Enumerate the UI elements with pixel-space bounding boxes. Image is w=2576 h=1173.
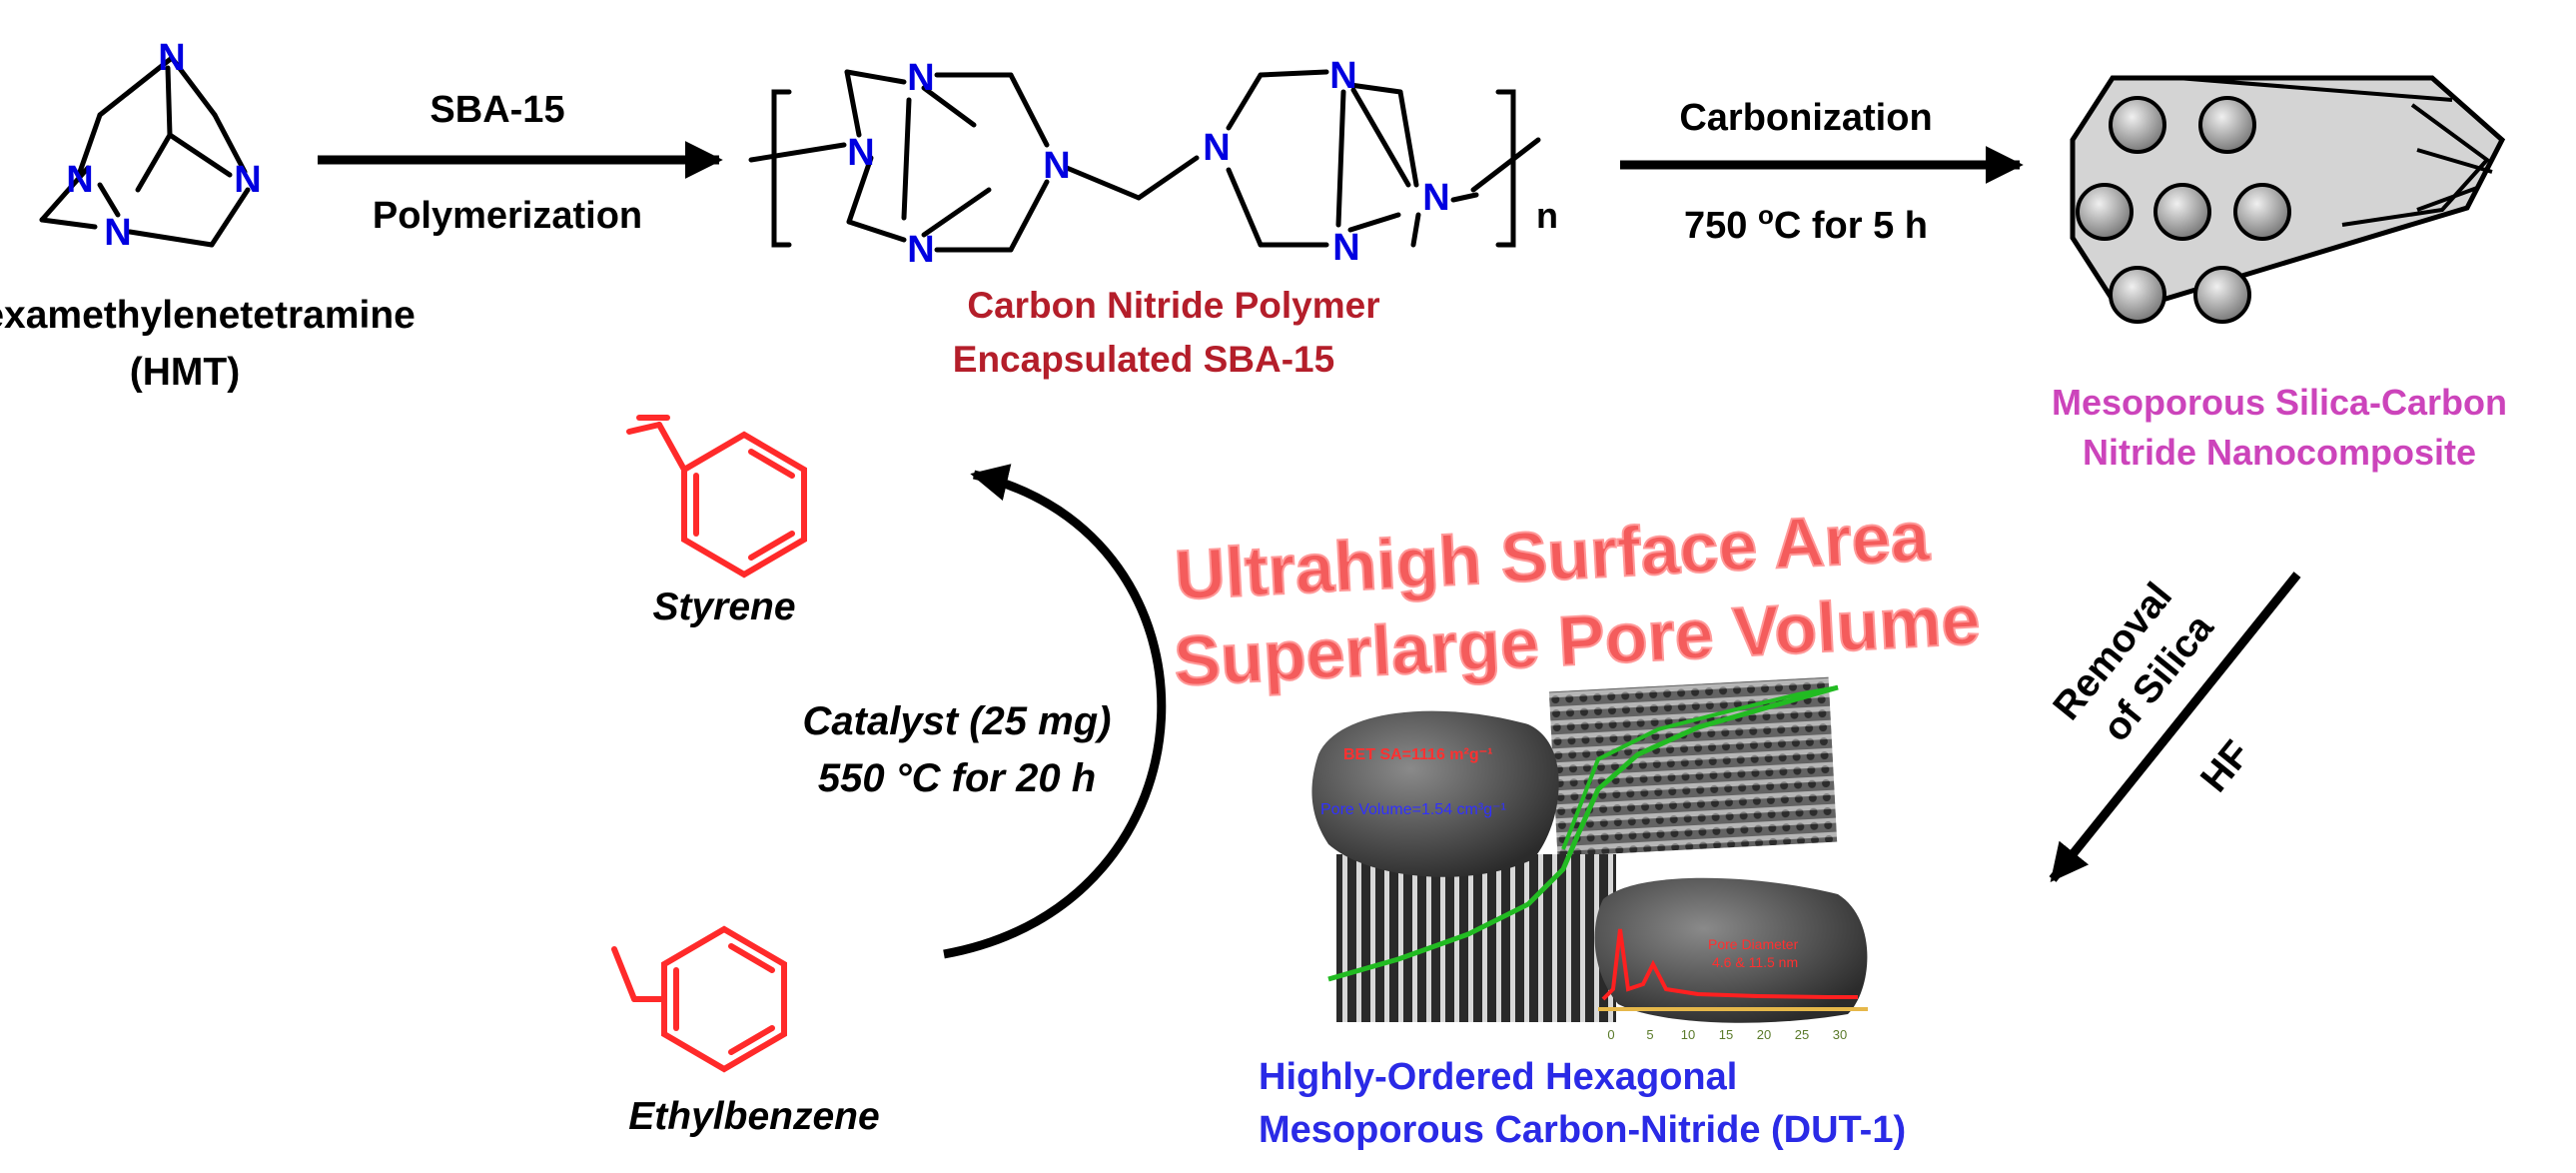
step1-reagent: SBA-15	[429, 89, 564, 131]
tem-image-bottom	[1336, 854, 1616, 1022]
pore-diameter-values: 4.6 & 11.5 nm	[1712, 954, 1798, 970]
hmt-n-atoms: N N N N	[66, 37, 261, 254]
polymer-subscript: n	[1536, 195, 1558, 236]
hmt-molecule	[39, 55, 251, 248]
svg-text:N: N	[1332, 227, 1359, 269]
product-label-line2: Mesoporous Carbon-Nitride (DUT-1)	[1259, 1109, 1906, 1151]
step3-reagent: HF	[2192, 732, 2258, 799]
svg-text:N: N	[66, 159, 93, 201]
svg-text:N: N	[847, 132, 874, 174]
pore-size-curve	[1601, 928, 1858, 1001]
svg-text:10: 10	[1681, 1027, 1695, 1042]
nanocomposite-label-line2: Nitride Nanocomposite	[2083, 432, 2476, 473]
step2-process: Carbonization	[1679, 97, 1932, 139]
polymer-n-atoms: N N N N N N N N	[847, 55, 1449, 271]
styrene-label: Styrene	[652, 586, 795, 628]
svg-text:N: N	[1329, 55, 1356, 97]
svg-text:N: N	[104, 212, 131, 254]
isotherm-curve-upper	[1561, 685, 1839, 850]
ethylbenzene-molecule	[611, 925, 787, 1073]
svg-text:N: N	[907, 229, 934, 271]
svg-text:0: 0	[1607, 1027, 1614, 1042]
hmt-abbr: (HMT)	[130, 351, 240, 394]
step2-condition: 750 oC for 5 h	[1684, 200, 1928, 247]
polymer-label-line1: Carbon Nitride Polymer	[967, 285, 1379, 326]
pore-size-axis-ticks: 0 5 10 15 20 25 30	[1607, 1027, 1847, 1042]
hmt-name: Hexamethylenetetramine	[0, 294, 416, 337]
isotherm-curve	[1327, 684, 1839, 982]
step1-process: Polymerization	[373, 195, 642, 237]
carbon-nitride-polymer	[748, 69, 1541, 253]
polymer-label-line2: Encapsulated SBA-15	[953, 339, 1334, 380]
nanocomposite-hexagonal-rod	[2070, 75, 2506, 324]
pore-volume-label: Pore Volume=1.54 cm³g⁻¹	[1320, 801, 1506, 818]
svg-text:30: 30	[1833, 1027, 1847, 1042]
svg-text:N: N	[1203, 127, 1230, 169]
styrene-molecule	[626, 415, 807, 579]
svg-text:N: N	[1422, 177, 1449, 219]
particle-left	[1311, 710, 1559, 877]
silica-removal-arrow	[2049, 572, 2301, 882]
bet-label: BET SA=1116 m²g⁻¹	[1343, 746, 1492, 763]
catalysis-condition-1: Catalyst (25 mg)	[803, 699, 1112, 743]
svg-text:N: N	[234, 159, 261, 201]
wordart: Ultrahigh Surface Area Superlarge Pore V…	[1171, 496, 1983, 701]
svg-text:N: N	[158, 37, 185, 79]
svg-text:25: 25	[1795, 1027, 1809, 1042]
nanocomposite-label-line1: Mesoporous Silica-Carbon	[2052, 382, 2507, 423]
catalysis-arrow	[943, 464, 1167, 959]
step3-labels: Removal of Silica	[2045, 575, 2221, 749]
svg-text:5: 5	[1646, 1027, 1653, 1042]
ethylbenzene-label: Ethylbenzene	[628, 1095, 879, 1138]
svg-text:20: 20	[1757, 1027, 1771, 1042]
tem-image-top-dots	[1548, 676, 1838, 857]
product-label-line1: Highly-Ordered Hexagonal	[1259, 1056, 1737, 1098]
svg-text:15: 15	[1719, 1027, 1733, 1042]
tem-composite-inset: BET SA=1116 m²g⁻¹ Pore Volume=1.54 cm³g⁻…	[1311, 676, 1868, 1042]
svg-text:N: N	[907, 57, 934, 99]
catalysis-condition-2: 550 °C for 20 h	[818, 756, 1096, 800]
pore-diameter-title: Pore Diameter	[1708, 936, 1799, 952]
svg-text:N: N	[1043, 145, 1070, 187]
